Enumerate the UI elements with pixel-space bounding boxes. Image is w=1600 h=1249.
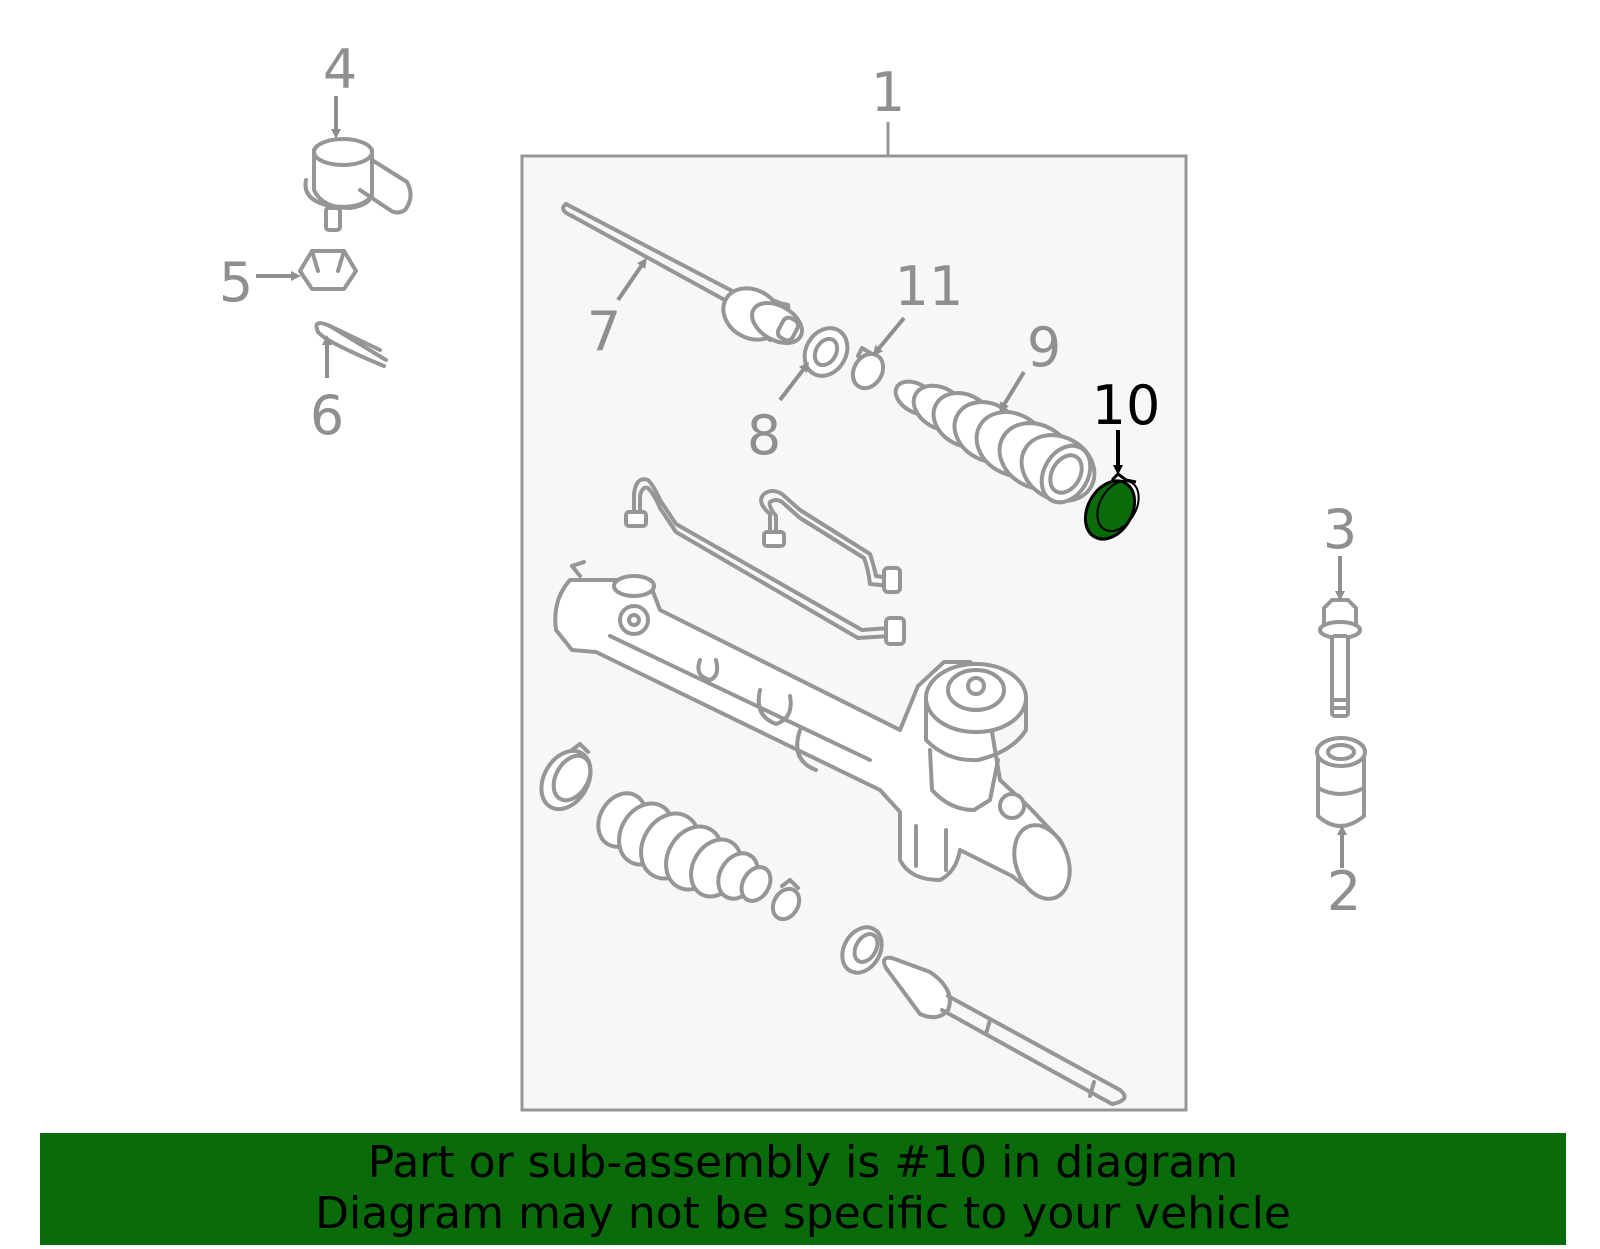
- arrow-11: [872, 316, 906, 356]
- label-4: 4: [323, 38, 357, 101]
- label-3: 3: [1323, 498, 1357, 561]
- washer-part-8: [802, 326, 850, 378]
- label-9: 9: [1027, 316, 1061, 379]
- outer-tie-rod-lower: [882, 955, 1127, 1106]
- arrow-9: [999, 370, 1026, 413]
- banner-line-2: Diagram may not be specific to your vehi…: [315, 1188, 1291, 1239]
- info-banner: Part or sub-assembly is #10 in diagram D…: [40, 1133, 1566, 1245]
- left-boot-and-clamps: [539, 742, 884, 975]
- cotter-pin-part-6: [314, 321, 388, 368]
- label-2: 2: [1327, 860, 1361, 923]
- arrow-7: [616, 257, 647, 302]
- arrow-8: [778, 362, 810, 402]
- inner-tie-rod-part-7: [561, 202, 804, 345]
- clamp-part-10-highlighted[interactable]: [1075, 472, 1147, 548]
- label-6: 6: [310, 384, 344, 447]
- label-8: 8: [747, 404, 781, 467]
- tie-rod-end-part-4: [303, 137, 413, 232]
- steering-rack-housing: [553, 560, 1072, 901]
- bushing-part-2: [1315, 736, 1367, 828]
- label-10: 10: [1092, 374, 1161, 437]
- label-11: 11: [895, 255, 964, 318]
- boot-part-9: [893, 379, 1097, 505]
- label-7: 7: [587, 300, 621, 363]
- label-5: 5: [219, 251, 253, 314]
- castle-nut-part-5: [298, 249, 358, 291]
- bolt-part-3: [1318, 598, 1362, 718]
- banner-line-1: Part or sub-assembly is #10 in diagram: [367, 1137, 1239, 1188]
- label-1: 1: [871, 61, 905, 124]
- hydraulic-lines: [624, 477, 906, 646]
